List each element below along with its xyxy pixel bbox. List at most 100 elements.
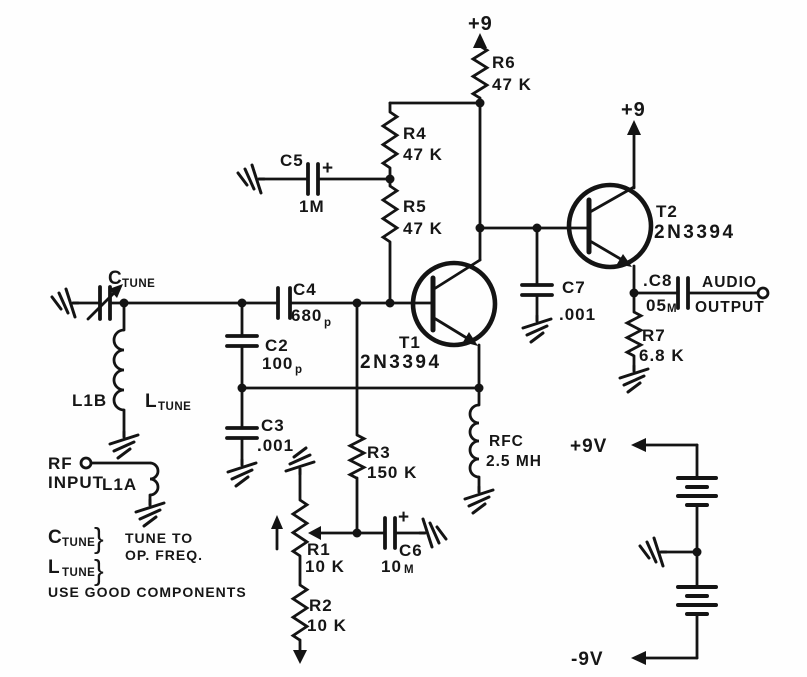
left-arrow-icon [631, 438, 646, 452]
label-rail-t1: +9 [468, 13, 493, 35]
label-c2-value: 100 [262, 354, 293, 373]
label-rfc-name: RFC [489, 433, 524, 450]
transistor-t1: T1 2N3394 [360, 260, 498, 373]
label-c7-value: .001 [559, 305, 596, 324]
label-c5-value: 1M [299, 197, 325, 216]
label-c4-value: 680 [291, 306, 322, 325]
label-c2-name: C2 [265, 336, 289, 355]
label-r5-name: R5 [403, 197, 427, 216]
label-r1-value: 10 K [305, 557, 345, 576]
power-rails: +9 +9 [468, 13, 645, 135]
legend-l-sub: TUNE [62, 567, 95, 579]
label-c6-name: C6 [399, 541, 423, 560]
label-rf: RF [48, 454, 73, 473]
label-ltune-main: L [145, 391, 158, 412]
label-t1-name: T1 [399, 333, 421, 352]
label-c8-name: .C8 [643, 271, 672, 290]
legend-l-main: L [48, 557, 61, 578]
label-r2-name: R2 [309, 596, 333, 615]
label-ltune-sub: TUNE [158, 401, 191, 413]
resistor-r4: R4 47 K [380, 110, 443, 170]
ground-icon [108, 430, 140, 460]
label-l1a: L1A [102, 475, 137, 494]
brace-icon: } [94, 555, 105, 587]
resistor-r5: R5 47 K [380, 184, 443, 244]
brace-icon: } [94, 523, 105, 555]
label-t2-part: 2N3394 [654, 222, 736, 243]
label-battery-positive: +9V [570, 436, 607, 457]
audio-output-terminal: AUDIO OUTPUT [695, 274, 770, 316]
resistor-r2: R2 10 K [290, 583, 347, 664]
label-t2-name: T2 [656, 202, 678, 221]
label-c6-value: 10 [381, 557, 402, 576]
note-tune-line2: OP. FREQ. [125, 547, 203, 563]
label-ctune-main: C [108, 268, 123, 289]
label-r6-value: 47 K [492, 75, 532, 94]
tuning-arrow-icon [109, 284, 123, 298]
emitter-arrow-icon [463, 332, 478, 346]
label-rfc-value: 2.5 MH [486, 453, 542, 470]
label-r1-name: R1 [307, 540, 331, 559]
label-r4-value: 47 K [403, 145, 443, 164]
up-arrow-icon [473, 33, 487, 48]
label-c3-name: C3 [261, 416, 285, 435]
potentiometer-r1: R1 10 K [271, 498, 345, 576]
capacitor-c7: C7 .001 [520, 278, 596, 324]
up-arrow-icon [627, 120, 641, 135]
adjust-arrow-icon [271, 515, 283, 529]
label-r7-name: R7 [642, 326, 666, 345]
ground-symbols [50, 163, 668, 568]
note-tune-line1: TUNE TO [125, 530, 193, 546]
ground-icon [618, 364, 650, 394]
ground-icon [134, 498, 166, 528]
emitter-arrow-icon [617, 254, 632, 267]
label-r5-value: 47 K [403, 219, 443, 238]
legend-notes: C TUNE } L TUNE } TUNE TO OP. FREQ. USE … [48, 523, 247, 600]
label-c5-polarity: + [322, 158, 334, 179]
inductor-l1a: L1A [102, 461, 160, 497]
capacitor-c6: + C6 10 M [381, 507, 423, 576]
label-c6-unit: M [404, 564, 414, 576]
capacitor-c8: .C8 05 M [643, 271, 690, 315]
label-r3-value: 150 K [367, 463, 417, 482]
label-c6-polarity: + [398, 507, 410, 528]
resistor-r6: R6 47 K [470, 44, 532, 100]
label-r2-value: 10 K [307, 616, 347, 635]
rf-input-terminal: RF INPUT [48, 454, 104, 492]
inductor-rfc: RFC 2.5 MH [468, 403, 542, 479]
label-c7-name: C7 [562, 278, 586, 297]
capacitor-c-tune: C TUNE [98, 268, 155, 321]
to-minus9v-arrow-icon [293, 650, 307, 664]
transistor-t2: T2 2N3394 [566, 182, 736, 270]
ground-icon [521, 314, 553, 344]
label-audio: AUDIO [702, 274, 757, 291]
label-c3-value: .001 [257, 436, 294, 455]
resistor-r7: R7 6.8 K [623, 310, 685, 365]
label-c2-unit: p [295, 364, 303, 376]
label-r3-name: R3 [367, 443, 391, 462]
ground-icon [418, 517, 448, 549]
label-l1b: L1B [72, 391, 107, 410]
label-c4-name: C4 [293, 280, 317, 299]
label-c8-unit: M [667, 303, 677, 315]
inductor-l-tune: L1B L TUNE [72, 328, 191, 413]
label-ctune-sub: TUNE [122, 278, 155, 290]
wires [76, 96, 760, 660]
ground-icon [50, 287, 80, 319]
battery-supply: +9V -9V [570, 436, 718, 670]
label-c4-unit: p [324, 317, 332, 329]
label-c5-name: C5 [280, 151, 304, 170]
label-battery-negative: -9V [571, 649, 604, 670]
label-r7-value: 6.8 K [639, 346, 685, 365]
capacitor-c3: C3 .001 [225, 416, 294, 455]
legend-c-main: C [48, 527, 63, 548]
label-r4-name: R4 [403, 124, 427, 143]
note-advice: USE GOOD COMPONENTS [48, 584, 247, 600]
label-t1-part: 2N3394 [360, 352, 442, 373]
label-input: INPUT [48, 473, 104, 492]
ground-icon [638, 536, 668, 568]
ground-icon [226, 458, 258, 488]
label-c8-value: 05 [646, 296, 667, 315]
